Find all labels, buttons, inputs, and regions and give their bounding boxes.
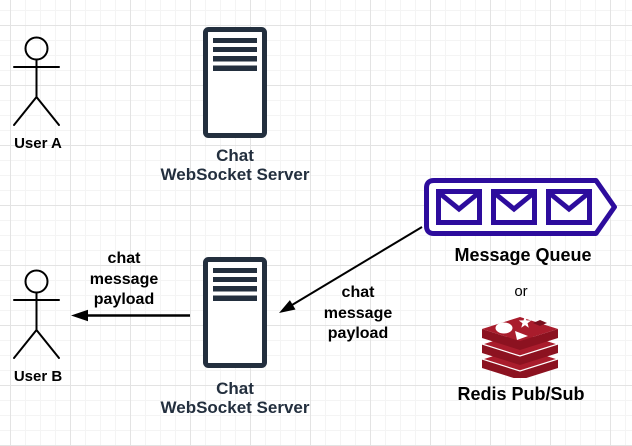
redis-diamond-shape — [533, 320, 547, 326]
message-queue-icon — [424, 178, 617, 236]
arrow-queue-to-server — [279, 226, 423, 313]
server-bottom-label-line1: Chat — [216, 379, 254, 398]
server-bottom-label: Chat WebSocket Server — [135, 379, 335, 417]
server-top-label: Chat WebSocket Server — [135, 146, 335, 184]
redis-icon — [480, 316, 560, 378]
user-b-stick-figure-icon — [13, 269, 60, 359]
redis-triangle-shape — [515, 331, 528, 340]
edge-label-server-to-user-b: chat message payload — [89, 250, 159, 308]
or-text: or — [514, 283, 528, 300]
server-bottom-icon — [203, 257, 267, 368]
server-top-label-line2: WebSocket Server — [160, 165, 310, 184]
user-b-label: User B — [13, 368, 63, 385]
redis-star-shape — [518, 316, 532, 328]
arrow-server-to-user-b — [71, 309, 190, 322]
arrowhead-icon — [279, 300, 296, 313]
edge-label-queue-to-server: chat message payload — [323, 284, 393, 342]
server-bottom-label-line2: WebSocket Server — [160, 398, 310, 417]
server-top-icon — [203, 27, 267, 138]
user-a-label: User A — [14, 135, 62, 152]
server-top-label-line1: Chat — [216, 146, 254, 165]
redis-circle-shape — [495, 322, 513, 334]
message-queue-label: Message Queue — [454, 245, 592, 265]
arrowhead-icon — [71, 309, 88, 322]
user-a-stick-figure-icon — [13, 36, 60, 126]
redis-label: Redis Pub/Sub — [457, 384, 585, 404]
